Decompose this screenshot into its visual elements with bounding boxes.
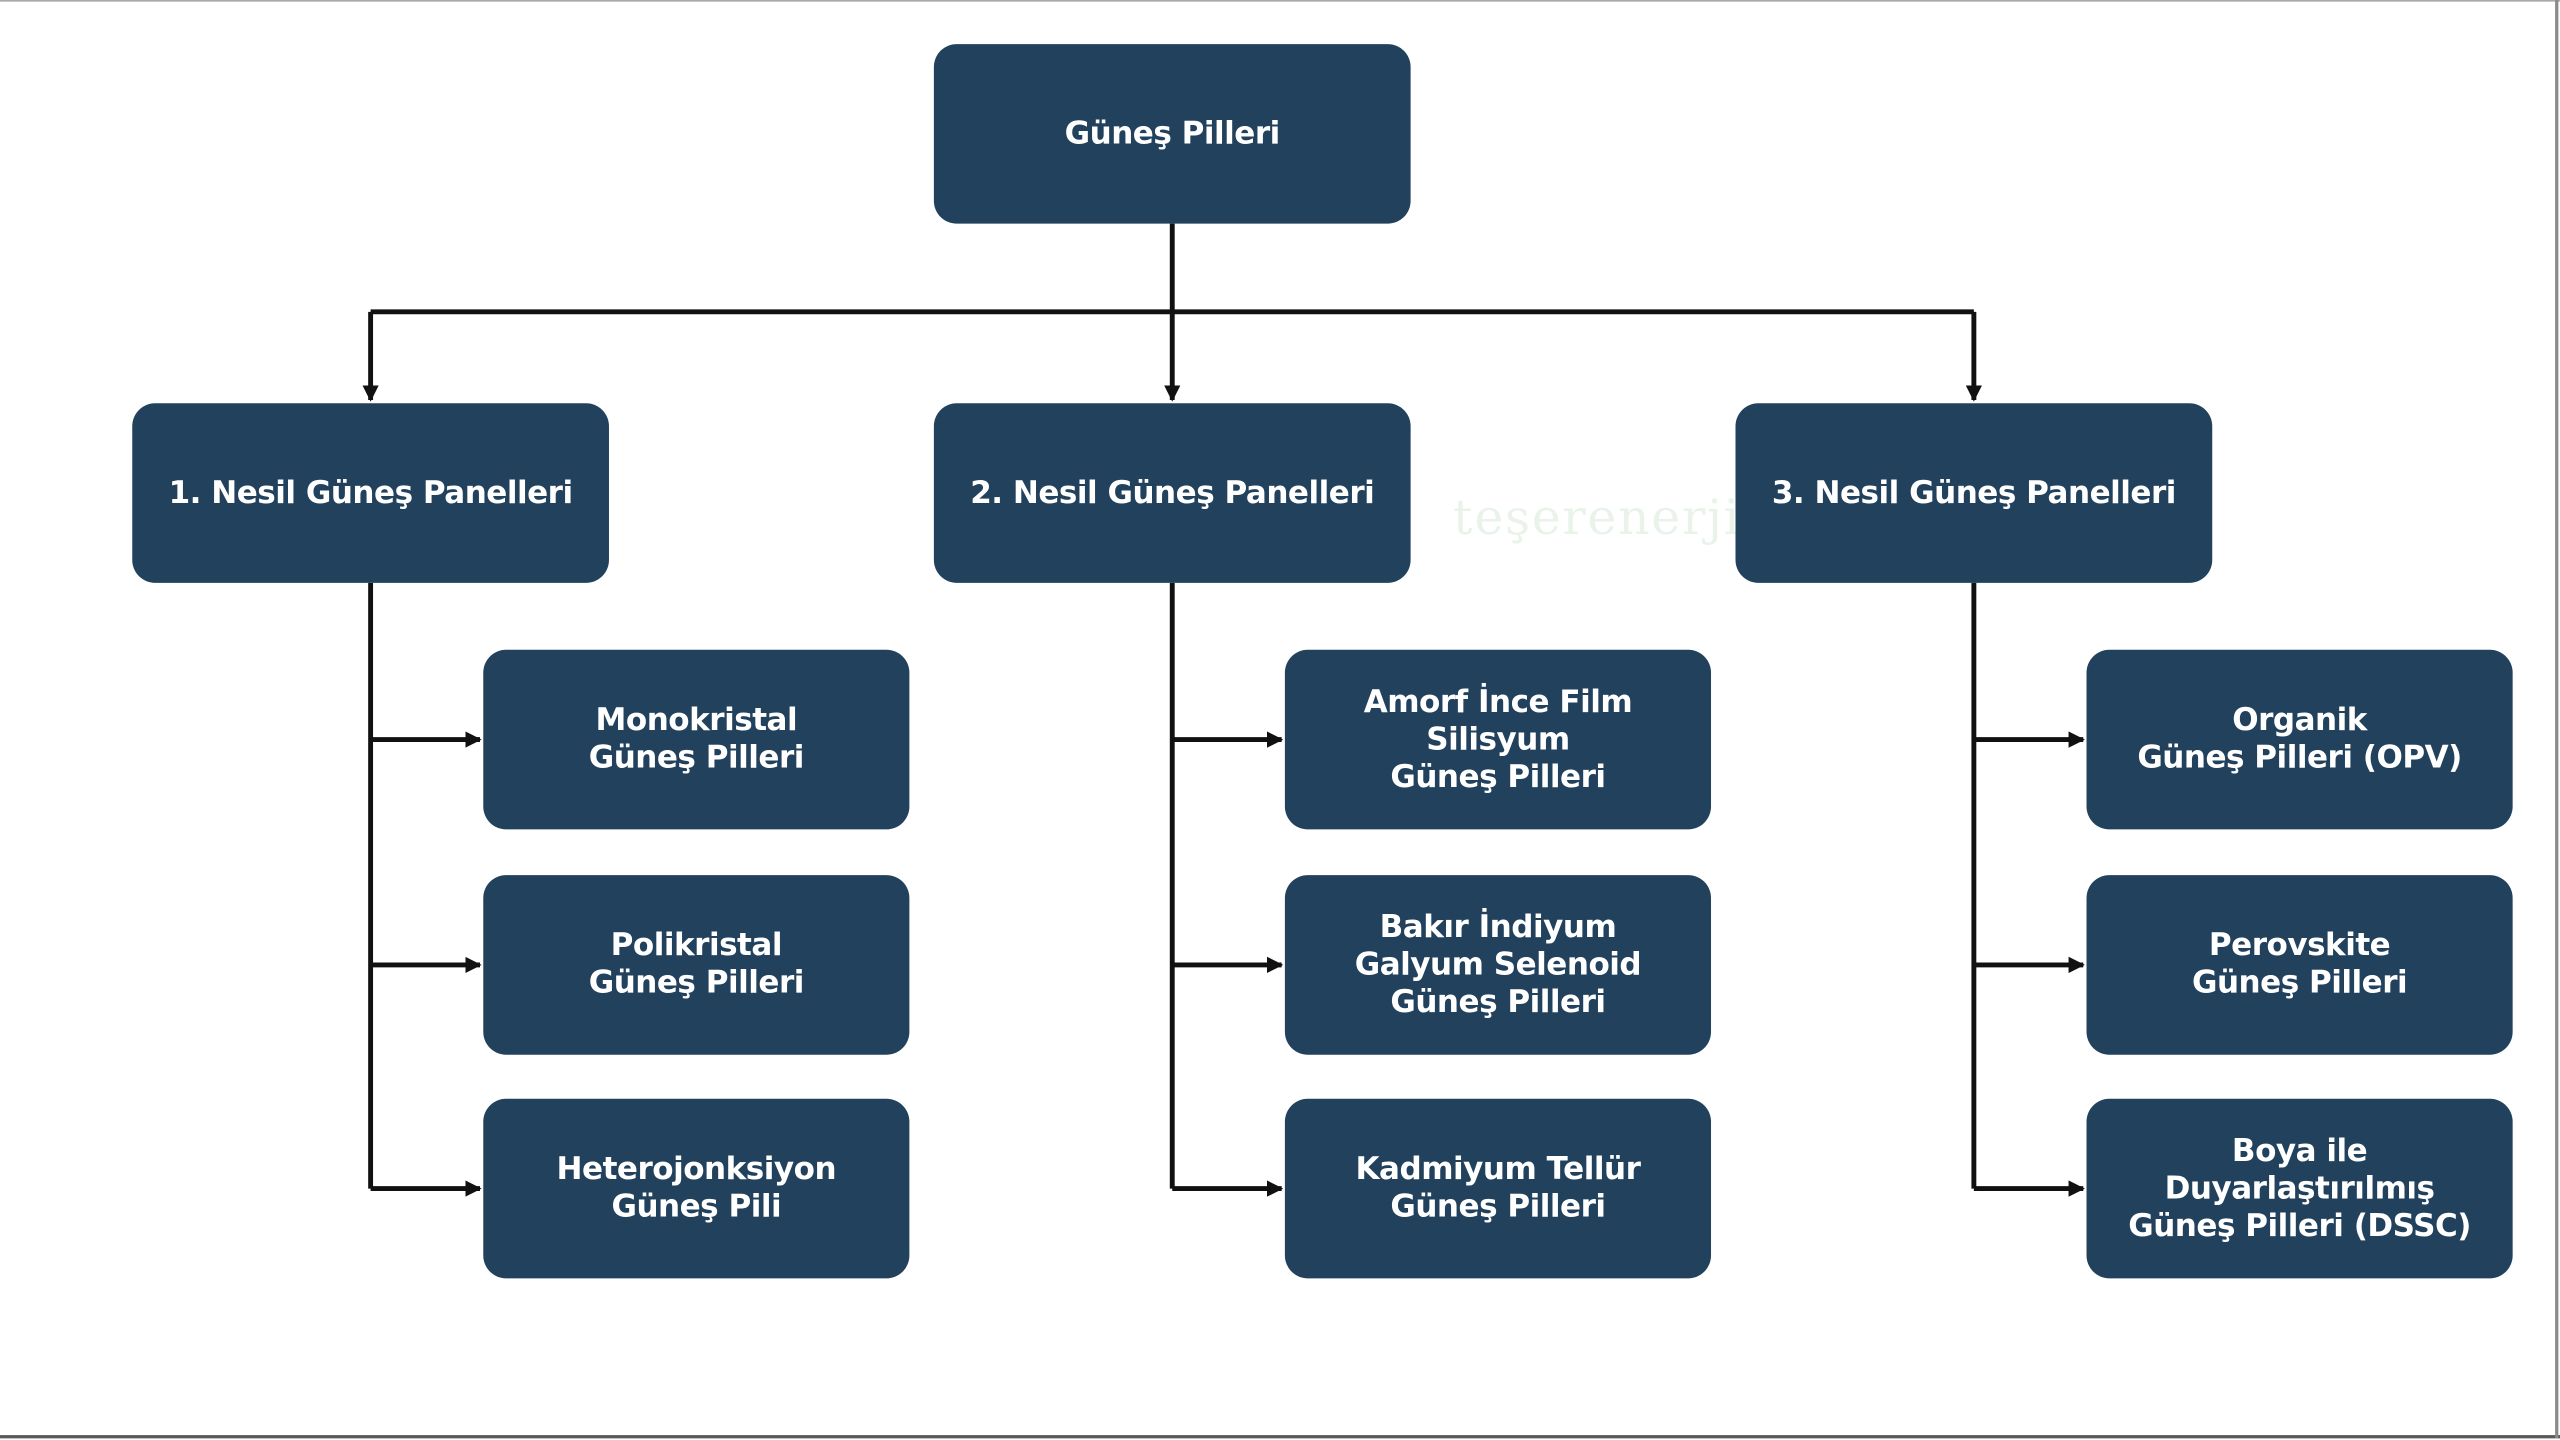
gen3-child-3-line-3: Güneş Pilleri (DSSC) <box>2128 1207 2471 1244</box>
gen2-child-2-node: Bakır İndiyum Galyum Selenoid Güneş Pill… <box>1284 875 1712 1055</box>
gen2-child-2-line-2: Galyum Selenoid <box>1354 946 1642 983</box>
gen1-child-2-line-1: Polikristal <box>610 927 783 964</box>
gen3-child-1-node: Organik Güneş Pilleri (OPV) <box>2086 649 2513 830</box>
frame-right-border <box>2555 0 2559 1439</box>
gen2-child-1-line-2: Silisyum <box>1426 720 1570 757</box>
generation-1-node: 1. Nesil Güneş Panelleri <box>132 403 609 583</box>
generation-3-label: 3. Nesil Güneş Panelleri <box>1771 474 2177 511</box>
gen2-child-2-line-1: Bakır İndiyum <box>1379 908 1617 945</box>
gen1-child-1-line-2: Güneş Pilleri <box>588 739 805 776</box>
gen1-child-3-line-2: Güneş Pili <box>611 1188 782 1225</box>
frame-top-border <box>0 0 2560 2</box>
gen2-child-1-node: Amorf İnce Film Silisyum Güneş Pilleri <box>1284 649 1712 830</box>
gen1-child-3-line-1: Heterojonksiyon <box>556 1151 837 1187</box>
root-node: Güneş Pilleri <box>933 44 1411 224</box>
gen1-child-3-node: Heterojonksiyon Güneş Pili <box>483 1098 910 1279</box>
gen3-child-3-line-2: Duyarlaştırılmış <box>2164 1169 2435 1206</box>
gen2-child-3-line-2: Güneş Pilleri <box>1390 1188 1606 1225</box>
generation-1-label: 1. Nesil Güneş Panelleri <box>168 474 574 511</box>
gen1-child-2-node: Polikristal Güneş Pilleri <box>483 875 910 1055</box>
gen3-child-3-line-1: Boya ile <box>2231 1132 2368 1169</box>
gen3-child-1-line-2: Güneş Pilleri (OPV) <box>2137 739 2462 776</box>
gen3-child-2-line-1: Perovskite <box>2208 927 2391 964</box>
gen2-child-1-line-1: Amorf İnce Film <box>1363 683 1633 720</box>
gen3-child-1-line-1: Organik <box>2232 702 2367 738</box>
gen2-child-3-line-1: Kadmiyum Tellür <box>1355 1151 1641 1187</box>
gen2-child-2-line-3: Güneş Pilleri <box>1390 983 1606 1020</box>
generation-2-node: 2. Nesil Güneş Panelleri <box>933 403 1411 583</box>
generation-3-node: 3. Nesil Güneş Panelleri <box>1735 403 2213 583</box>
gen2-child-1-line-3: Güneş Pilleri <box>1390 758 1606 795</box>
gen3-child-2-line-2: Güneş Pilleri <box>2191 964 2408 1001</box>
watermark-logo: teşerenerji <box>1453 489 1742 547</box>
gen3-child-2-node: Perovskite Güneş Pilleri <box>2086 875 2513 1055</box>
gen1-child-1-line-1: Monokristal <box>595 702 798 738</box>
gen3-child-3-node: Boya ile Duyarlaştırılmış Güneş Pilleri … <box>2086 1098 2513 1279</box>
gen1-child-1-node: Monokristal Güneş Pilleri <box>483 649 910 830</box>
root-node-label: Güneş Pilleri <box>1064 115 1281 152</box>
frame-bottom-border <box>0 1435 2560 1439</box>
gen1-child-2-line-2: Güneş Pilleri <box>588 964 805 1001</box>
gen2-child-3-node: Kadmiyum Tellür Güneş Pilleri <box>1284 1098 1712 1279</box>
generation-2-label: 2. Nesil Güneş Panelleri <box>970 474 1375 511</box>
